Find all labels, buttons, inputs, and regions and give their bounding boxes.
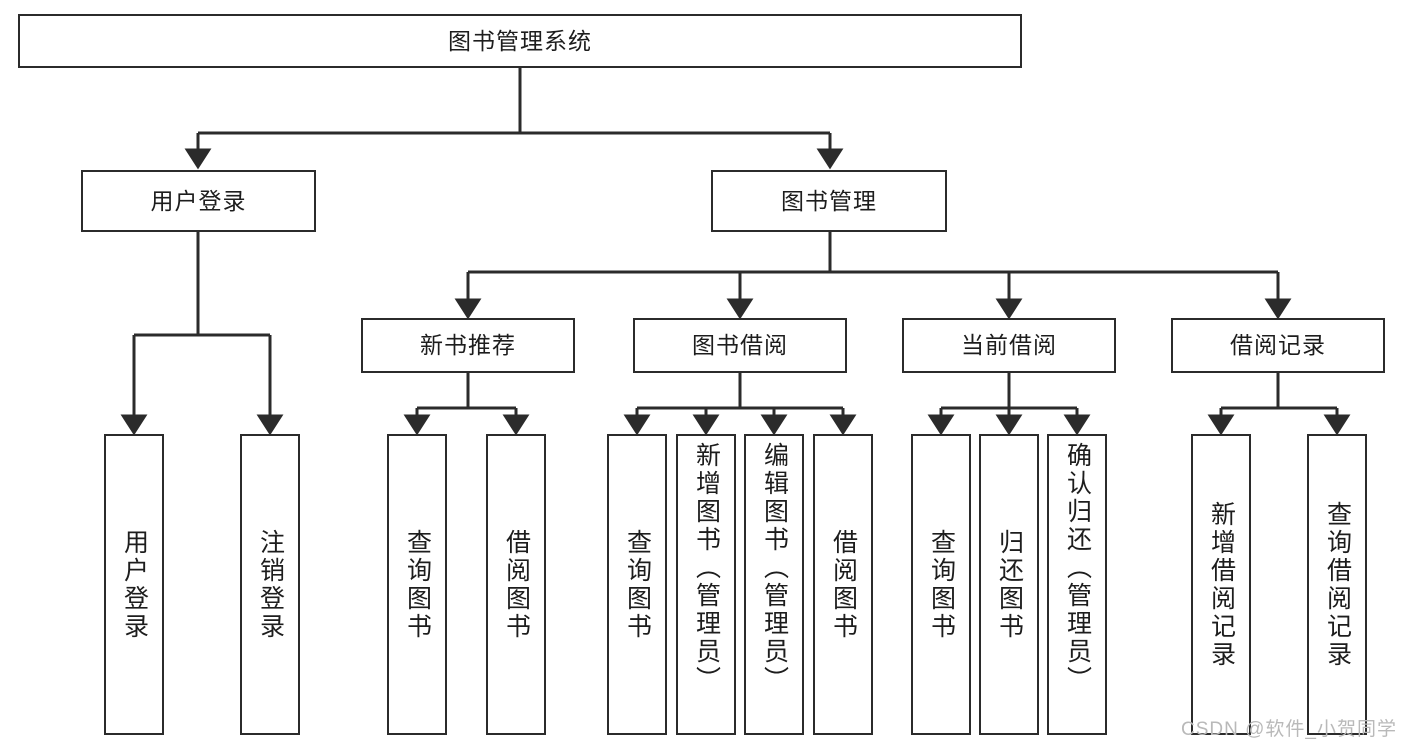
node-label: 新书推荐 [420, 332, 516, 359]
node-leaf-query-borrow-record[interactable]: 查询借阅记录 [1307, 434, 1367, 735]
node-new-book-recommend[interactable]: 新书推荐 [361, 318, 575, 373]
node-label: 图书借阅 [692, 332, 788, 359]
node-leaf-query-book-current[interactable]: 查询图书 [911, 434, 971, 735]
node-label: 借阅图书 [829, 528, 858, 641]
node-leaf-return-book[interactable]: 归还图书 [979, 434, 1039, 735]
node-label: 归还图书 [995, 528, 1024, 641]
node-user-login[interactable]: 用户登录 [81, 170, 316, 232]
node-label: 注销登录 [256, 528, 285, 641]
node-leaf-edit-book[interactable]: 编辑图书（管理员） [744, 434, 804, 735]
node-label: 新增借阅记录 [1207, 500, 1236, 669]
node-leaf-query-book-borrow[interactable]: 查询图书 [607, 434, 667, 735]
node-leaf-borrow-book-recommend[interactable]: 借阅图书 [486, 434, 546, 735]
watermark-text: CSDN @软件_小贺同学 [1181, 719, 1397, 740]
node-leaf-borrow-book[interactable]: 借阅图书 [813, 434, 873, 735]
node-root-book-management-system[interactable]: 图书管理系统 [18, 14, 1022, 68]
node-leaf-query-book-recommend[interactable]: 查询图书 [387, 434, 447, 735]
node-label: 图书管理系统 [448, 27, 592, 54]
node-label: 查询借阅记录 [1323, 500, 1352, 669]
node-label: 当前借阅 [961, 332, 1057, 359]
node-label: 查询图书 [403, 528, 432, 641]
node-leaf-user-login[interactable]: 用户登录 [104, 434, 164, 735]
node-book-manage[interactable]: 图书管理 [711, 170, 947, 232]
node-leaf-add-book[interactable]: 新增图书（管理员） [676, 434, 736, 735]
node-borrow-record[interactable]: 借阅记录 [1171, 318, 1385, 373]
node-label: 用户登录 [150, 187, 247, 214]
node-label: 查询图书 [623, 528, 652, 641]
node-current-borrow[interactable]: 当前借阅 [902, 318, 1116, 373]
node-leaf-add-borrow-record[interactable]: 新增借阅记录 [1191, 434, 1251, 735]
node-book-borrow[interactable]: 图书借阅 [633, 318, 847, 373]
node-label: 确认归还（管理员） [1063, 442, 1092, 694]
node-label: 新增图书（管理员） [692, 442, 721, 694]
node-label: 借阅记录 [1230, 332, 1326, 359]
node-label: 用户登录 [120, 528, 149, 641]
node-label: 编辑图书（管理员） [760, 442, 789, 694]
node-leaf-logout-login[interactable]: 注销登录 [240, 434, 300, 735]
node-label: 借阅图书 [502, 528, 531, 641]
node-leaf-confirm-return[interactable]: 确认归还（管理员） [1047, 434, 1107, 735]
node-label: 图书管理 [781, 187, 877, 214]
node-label: 查询图书 [927, 528, 956, 641]
